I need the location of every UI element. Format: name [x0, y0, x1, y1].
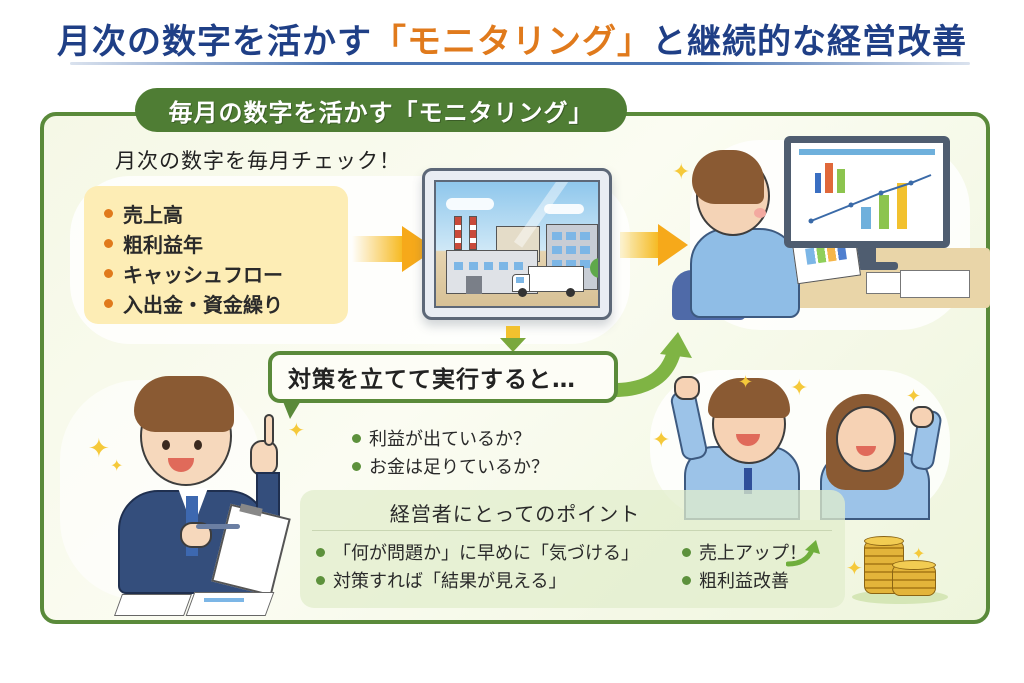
factory-monitor-illustration — [422, 168, 612, 320]
bullet-icon — [316, 547, 325, 557]
check-item: 利益が出ているか？ — [352, 424, 549, 452]
metric-item: キャッシュフロー — [104, 258, 348, 288]
sparkle-icon: ✦ — [652, 428, 671, 453]
sparkle-icon: ✦ — [288, 418, 305, 442]
metric-label: 売上高 — [123, 202, 183, 227]
bullet-icon — [104, 208, 113, 218]
metric-label: 入出金・資金繰り — [123, 292, 283, 317]
title-prefix: 月次の数字を活かす — [57, 22, 372, 62]
bullet-icon — [104, 238, 113, 248]
points-box — [300, 490, 845, 608]
point-item: 「何が問題か」に早めに「気づける」 — [316, 538, 639, 566]
sparkle-icon: ✦ — [738, 372, 754, 393]
point-item: 粗利益改善 — [682, 566, 807, 594]
curved-arrow-icon — [611, 332, 696, 402]
check-label: お金は足りているか？ — [369, 457, 549, 478]
check-list: 利益が出ているか？ お金は足りているか？ — [352, 424, 549, 480]
point-label: 売上アップ！ — [699, 543, 807, 564]
points-title: 経営者にとってのポイント — [389, 502, 641, 526]
point-item: 対策すれば「結果が見える」 — [316, 566, 639, 594]
sparkle-icon: ✦ — [88, 434, 110, 464]
point-item: 売上アップ！ — [682, 538, 807, 566]
bullet-icon — [682, 575, 691, 585]
metrics-list: 売上高 粗利益年 キャッシュフロー 入出金・資金繰り — [84, 186, 348, 324]
bullet-icon — [104, 268, 113, 278]
metric-item: 入出金・資金繰り — [104, 288, 348, 318]
title-accent: 「モニタリング」 — [372, 22, 652, 62]
bullet-icon — [316, 575, 325, 585]
divider — [312, 530, 832, 531]
bullet-icon — [104, 298, 113, 308]
bullet-icon — [352, 433, 361, 443]
sparkle-icon: ✦ — [906, 386, 922, 407]
check-item: お金は足りているか？ — [352, 452, 549, 480]
points-right-list: 売上アップ！ 粗利益改善 — [682, 538, 807, 594]
title-suffix: と継続的な経営改善 — [652, 22, 967, 62]
metric-label: 粗利益年 — [123, 232, 203, 257]
computer-monitor-icon — [784, 136, 950, 248]
metric-item: 売上高 — [104, 198, 348, 228]
section-tab: 毎月の数字を活かす「モニタリング」 — [135, 88, 627, 132]
action-speech-bubble: 対策を立てて実行すると… — [268, 351, 618, 403]
chart-screen — [791, 143, 943, 241]
coin-stack-illustration — [842, 534, 952, 606]
analyst-at-computer-illustration — [660, 120, 990, 340]
metric-item: 粗利益年 — [104, 228, 348, 258]
trend-up-arrow-icon — [785, 540, 822, 568]
point-label: 対策すれば「結果が見える」 — [333, 571, 567, 592]
subheading: 月次の数字を毎月チェック！ — [115, 149, 401, 173]
title-underline — [70, 62, 970, 65]
sparkle-icon: ✦ — [912, 544, 926, 563]
sparkle-icon: ✦ — [846, 556, 863, 580]
metric-label: キャッシュフロー — [123, 262, 283, 287]
points-left-list: 「何が問題か」に早めに「気づける」 対策すれば「結果が見える」 — [316, 538, 639, 594]
sparkle-icon: ✦ — [790, 376, 809, 401]
sparkle-icon: ✦ — [110, 456, 124, 475]
bullet-icon — [352, 461, 361, 471]
point-label: 粗利益改善 — [699, 571, 789, 592]
bullet-icon — [682, 547, 691, 557]
page-title: 月次の数字を活かす「モニタリング」と継続的な経営改善 — [0, 14, 1024, 63]
businessman-illustration — [80, 360, 310, 620]
check-label: 利益が出ているか？ — [369, 429, 531, 450]
point-label: 「何が問題か」に早めに「気づける」 — [333, 543, 639, 564]
speech-bubble-tail — [282, 399, 302, 419]
sparkle-icon: ✦ — [672, 160, 691, 185]
